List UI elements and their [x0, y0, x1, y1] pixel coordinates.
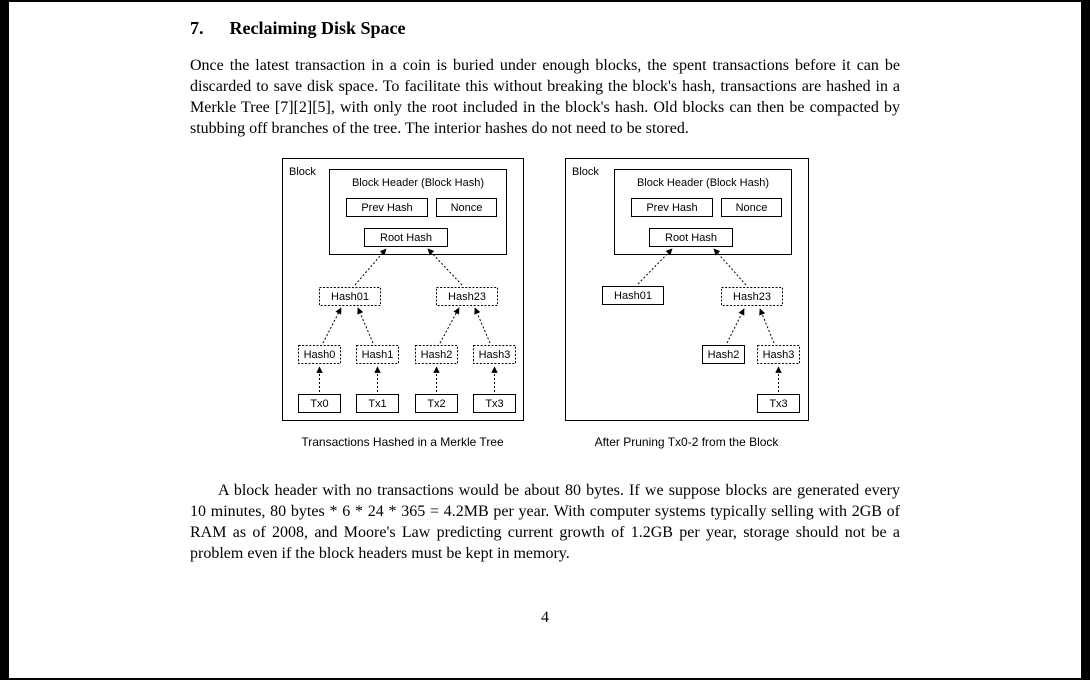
prev-hash-label: Prev Hash [646, 202, 697, 214]
root-hash-box [648, 228, 733, 247]
figure-merkle-tree: Block Block Header (Block Hash) Prev Has… [281, 158, 524, 449]
hash3-box [472, 345, 516, 364]
figures-row: Block Block Header (Block Hash) Prev Has… [190, 158, 900, 449]
tx2-label: Tx2 [427, 398, 445, 410]
prev-hash-box [630, 198, 713, 217]
block-header-title: Block Header (Block Hash) [351, 177, 483, 189]
hash23-label: Hash23 [448, 291, 486, 303]
figure-caption-left: Transactions Hashed in a Merkle Tree [301, 435, 504, 449]
root-hash-box [363, 228, 448, 247]
root-hash-label: Root Hash [665, 232, 717, 244]
tx3-label: Tx3 [769, 398, 787, 410]
tx2-box [414, 394, 458, 413]
block-label: Block [572, 166, 599, 178]
hash2-box [414, 345, 458, 364]
hash01-label: Hash01 [331, 291, 369, 303]
hash2-label: Hash2 [420, 349, 452, 361]
tx3-box [472, 394, 516, 413]
hash2-label: Hash2 [707, 349, 739, 361]
tx3-label: Tx3 [485, 398, 503, 410]
hash23-box [435, 287, 498, 306]
nonce-label: Nonce [735, 202, 767, 214]
hash01-label: Hash01 [614, 290, 652, 302]
hash1-label: Hash1 [361, 349, 393, 361]
hash3-label: Hash3 [762, 349, 794, 361]
tx1-box [355, 394, 399, 413]
prev-hash-label: Prev Hash [361, 202, 412, 214]
figure-caption-right: After Pruning Tx0-2 from the Block [594, 435, 779, 449]
tx0-box [297, 394, 341, 413]
section-number: 7. [190, 18, 204, 38]
page-number: 4 [541, 609, 549, 626]
hash01-box [318, 287, 381, 306]
hash1-box [355, 345, 399, 364]
pruned-arrows [637, 248, 782, 392]
hash0-box [297, 345, 341, 364]
prev-hash-box [345, 198, 428, 217]
nonce-box [435, 198, 497, 217]
merkle-arrows [315, 248, 498, 392]
tx3-box [756, 394, 800, 413]
figure-pruned-tree: Block Block Header (Block Hash) Prev Has… [564, 158, 809, 449]
hash23-label: Hash23 [733, 291, 771, 303]
section-heading: 7. Reclaiming Disk Space [190, 17, 900, 39]
hash2-box [701, 345, 745, 364]
tx0-label: Tx0 [310, 398, 328, 410]
block-label: Block [289, 166, 316, 178]
nonce-label: Nonce [450, 202, 482, 214]
document-page: 7. Reclaiming Disk Space Once the latest … [9, 2, 1081, 678]
section-title: Reclaiming Disk Space [229, 18, 406, 38]
pruned-tree-diagram: Block Block Header (Block Hash) Prev Has… [564, 158, 809, 421]
nonce-box [720, 198, 782, 217]
tx1-label: Tx1 [368, 398, 386, 410]
hash3-box [756, 345, 800, 364]
block-header-title: Block Header (Block Hash) [636, 177, 768, 189]
root-hash-label: Root Hash [380, 232, 432, 244]
hash0-label: Hash0 [303, 349, 335, 361]
merkle-tree-diagram: Block Block Header (Block Hash) Prev Has… [281, 158, 524, 421]
hash3-label: Hash3 [478, 349, 510, 361]
hash23-box [720, 287, 783, 306]
hash01-box [601, 286, 664, 305]
paragraph-2: A block header with no transactions woul… [190, 482, 900, 562]
paragraph-1: Once the latest transaction in a coin is… [190, 57, 900, 137]
